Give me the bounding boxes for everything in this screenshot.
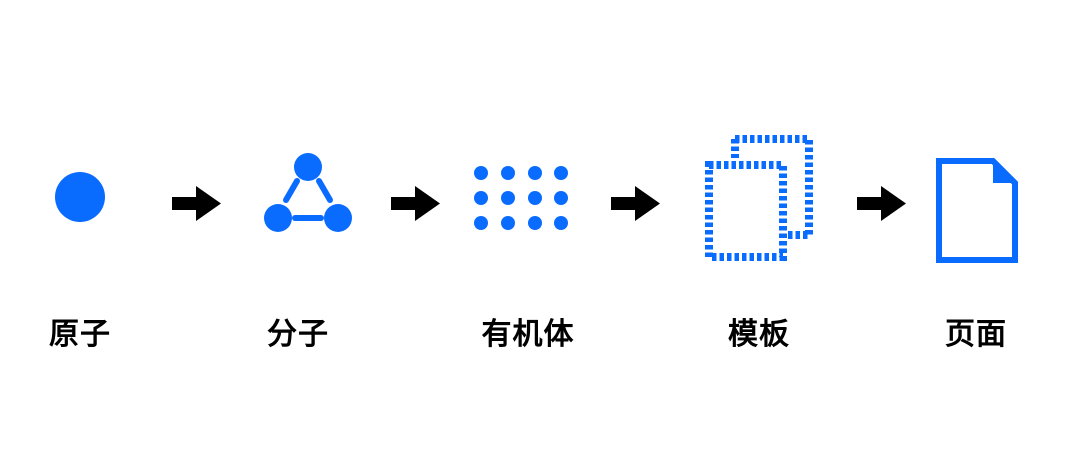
stage-label-atom: 原子	[49, 317, 111, 352]
stage-label-page: 页面	[945, 317, 1007, 352]
arrow-right-icon	[391, 186, 440, 221]
page-document-icon	[936, 158, 1018, 263]
template-dashed-pages-icon	[705, 135, 813, 261]
atom-dot-icon	[55, 172, 105, 222]
stage-label-template: 模板	[728, 317, 790, 352]
arrow-right-icon	[857, 186, 906, 221]
stage-label-molecule: 分子	[267, 317, 329, 352]
stage-label-organism: 有机体	[481, 317, 575, 352]
arrow-right-icon	[172, 186, 221, 221]
arrow-right-icon	[611, 186, 660, 221]
organism-dot-grid-icon	[474, 166, 568, 230]
molecule-triangle-icon	[264, 153, 352, 232]
